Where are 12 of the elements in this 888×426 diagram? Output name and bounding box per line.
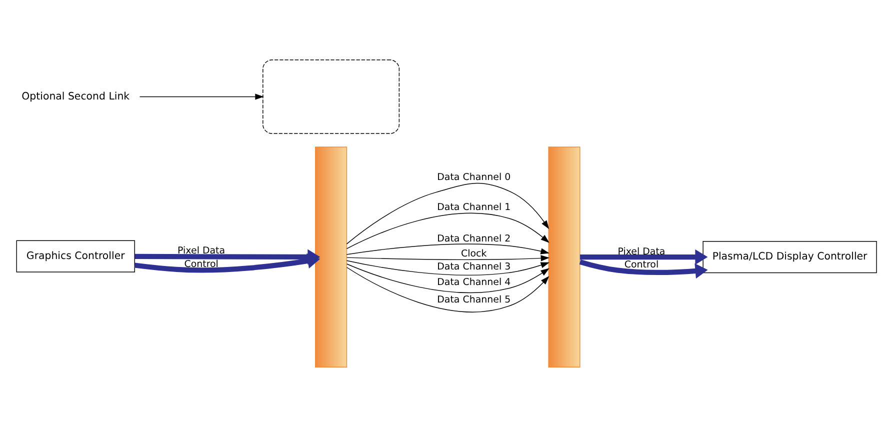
edge-label: Pixel Data (618, 246, 666, 257)
edge-label: Control (624, 259, 659, 270)
edge-label: Data Channel 4 (437, 276, 511, 288)
edge-label: Data Channel 3 (437, 261, 511, 272)
edge-label: Clock (461, 248, 487, 260)
edge-label: Control (184, 258, 218, 270)
edge-label: Data Channel 5 (437, 294, 511, 306)
edge-label: Data Channel 0 (437, 172, 511, 183)
edge-label: Data Channel 1 (437, 201, 511, 212)
edge-label: Pixel Data (178, 245, 226, 256)
node-text: Optional Second Link (22, 90, 130, 102)
edge-label: Data Channel 2 (437, 232, 511, 244)
